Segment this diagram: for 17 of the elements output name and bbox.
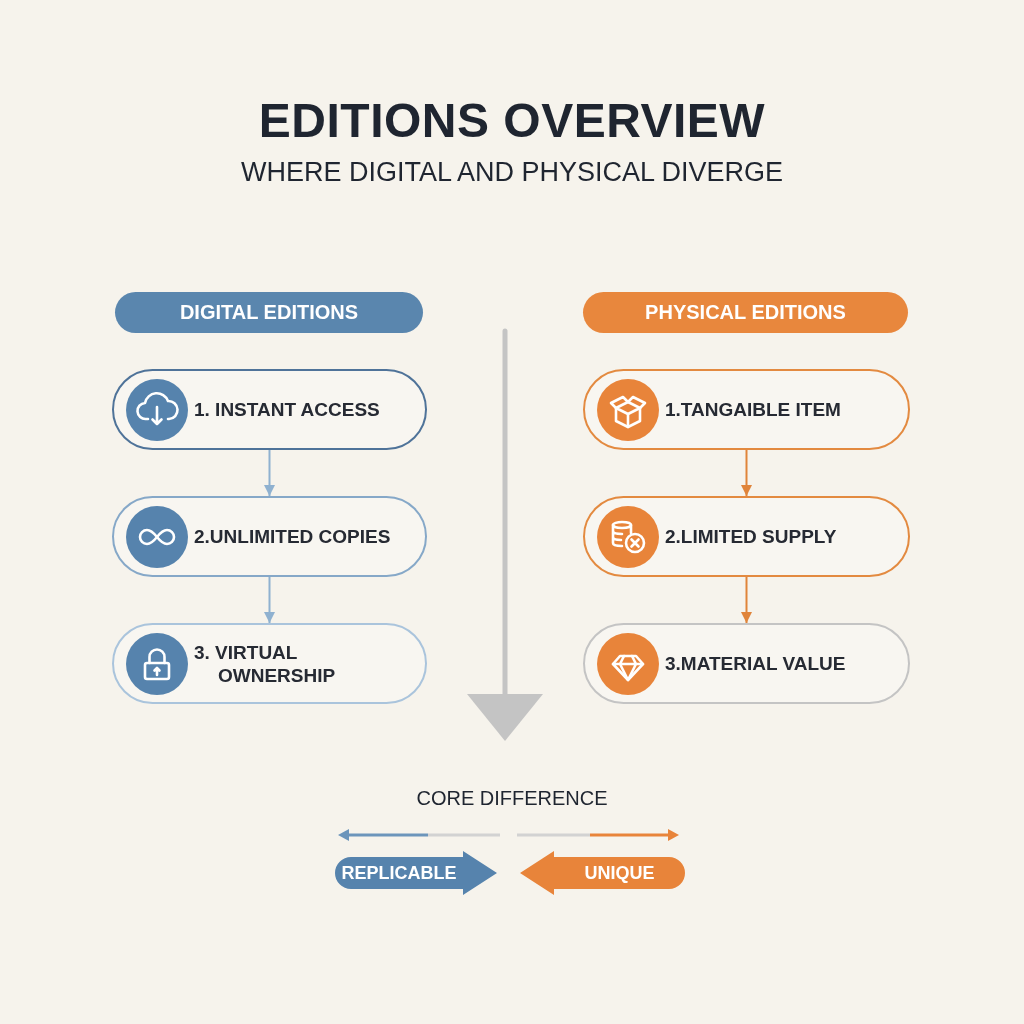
step-label: 1. INSTANT ACCESS	[194, 398, 380, 421]
title: EDITIONS OVERVIEW	[258, 93, 766, 148]
step-label: 2.LIMITED SUPPLY	[665, 525, 837, 548]
column-header: DIGITAL EDITIONS	[115, 292, 423, 333]
subtitle: WHERE DIGITAL AND PHYSICAL DIVERGE	[240, 157, 784, 188]
arrow	[741, 449, 752, 497]
step-label: 3. VIRTUAL OWNERSHIP	[194, 640, 337, 687]
arrow-banner: UNIQUE	[520, 851, 685, 895]
step-label: 3.MATERIAL VALUE	[665, 652, 846, 675]
step-label: 1.TANGAIBLE ITEM	[665, 398, 841, 421]
step-label: 2.UNLIMITED COPIES	[194, 525, 391, 548]
section-label: CORE DIFFERENCE	[416, 787, 608, 810]
arrow-banner: REPLICABLE	[335, 851, 497, 895]
column-header: PHYSICAL EDITIONS	[583, 292, 908, 333]
arrow	[741, 576, 752, 624]
arrow	[264, 449, 275, 497]
arrow	[264, 576, 275, 624]
